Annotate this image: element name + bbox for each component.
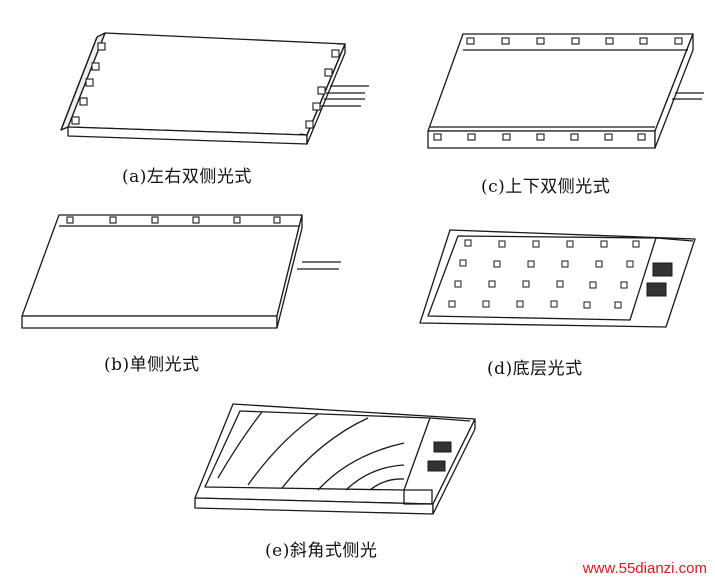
watermark: www.55dianzi.com — [582, 560, 707, 577]
caption-c: (c)上下双侧光式 — [481, 177, 611, 197]
caption-a: (a)左右双侧光式 — [122, 167, 252, 187]
caption-b: (b)单侧光式 — [104, 355, 200, 375]
caption-e: (e)斜角式侧光 — [265, 541, 378, 561]
caption-d: (d)底层光式 — [487, 359, 583, 379]
